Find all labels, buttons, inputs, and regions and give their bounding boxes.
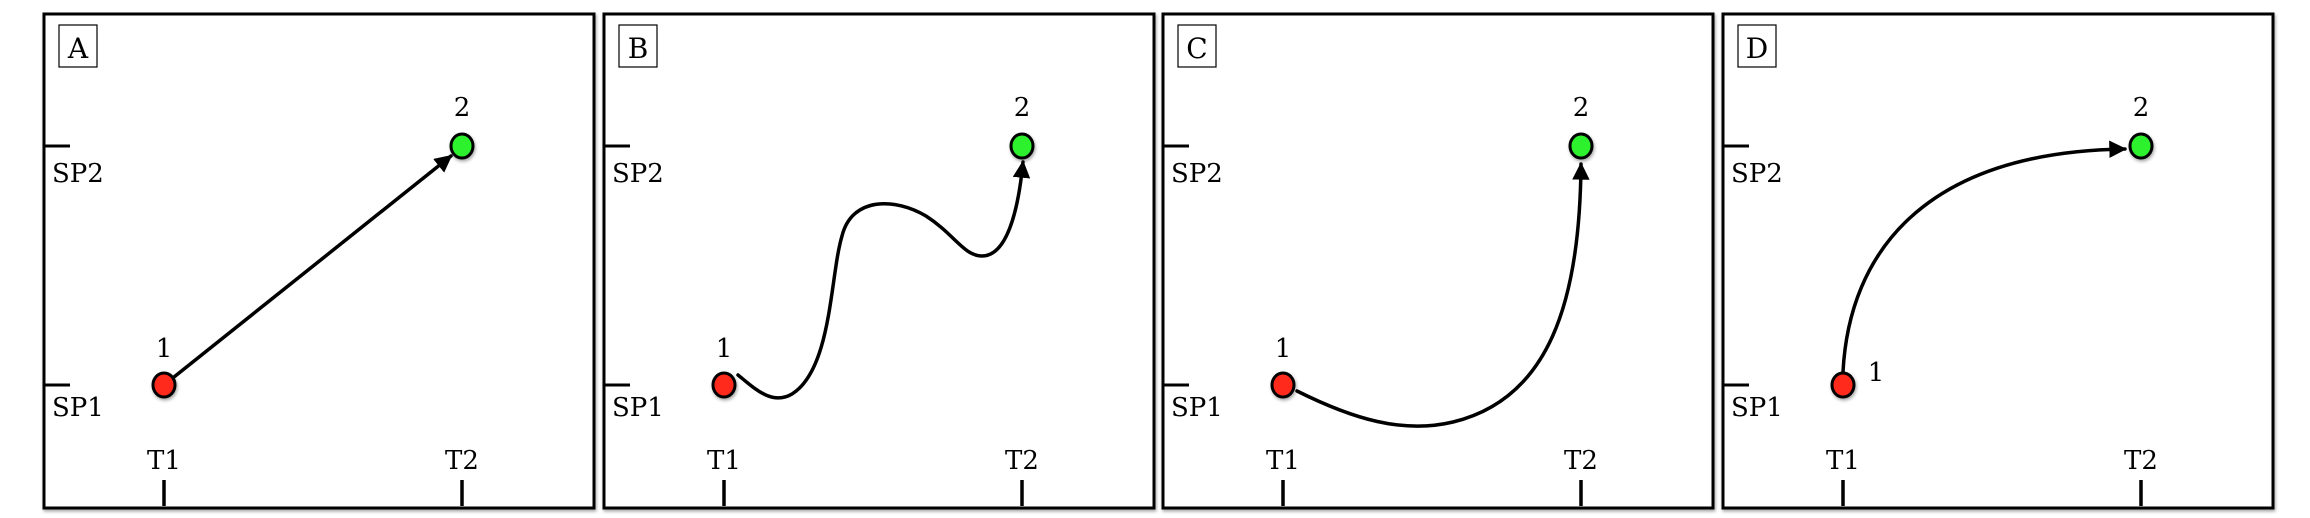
end-point bbox=[449, 132, 475, 160]
end-point bbox=[2128, 132, 2154, 160]
panel-label-box bbox=[1737, 24, 1777, 68]
tick-label-t2: T2 bbox=[1005, 446, 1039, 476]
tick-label-t2: T2 bbox=[2124, 446, 2158, 476]
start-point-label: 1 bbox=[1275, 334, 1292, 364]
tick-label-sp1: SP1 bbox=[1171, 393, 1223, 423]
start-point bbox=[1830, 371, 1856, 399]
start-point bbox=[151, 371, 177, 399]
start-point-label: 1 bbox=[156, 334, 173, 364]
end-point bbox=[1009, 132, 1035, 160]
panel-label: C bbox=[1186, 32, 1207, 65]
end-point-label: 2 bbox=[454, 93, 471, 123]
start-point-label: 1 bbox=[1868, 358, 1885, 388]
end-point bbox=[1568, 132, 1594, 160]
end-point-label: 2 bbox=[1573, 93, 1590, 123]
tick-label-sp2: SP2 bbox=[612, 159, 664, 189]
tick-label-sp1: SP1 bbox=[52, 393, 104, 423]
tick-label-sp1: SP1 bbox=[612, 393, 664, 423]
start-point bbox=[711, 371, 737, 399]
start-point-label: 1 bbox=[716, 334, 733, 364]
start-point bbox=[1270, 371, 1296, 399]
tick-label-sp2: SP2 bbox=[52, 159, 104, 189]
trajectory-arrow bbox=[1841, 140, 2127, 374]
tick-label-t2: T2 bbox=[1564, 446, 1598, 476]
panel-frame bbox=[1721, 12, 2275, 510]
trajectory-arrow bbox=[1295, 162, 1590, 428]
trajectory-arrow bbox=[172, 154, 453, 379]
panel-label-box bbox=[58, 24, 98, 68]
tick-label-t1: T1 bbox=[1826, 446, 1860, 476]
tick-label-t2: T2 bbox=[445, 446, 479, 476]
trajectory-arrow bbox=[736, 160, 1031, 400]
tick-label-t1: T1 bbox=[707, 446, 741, 476]
panel-frame bbox=[1161, 12, 1715, 510]
end-point-label: 2 bbox=[2133, 93, 2150, 123]
panel-label: D bbox=[1746, 32, 1768, 65]
end-point-label: 2 bbox=[1014, 93, 1031, 123]
panel-frame bbox=[602, 12, 1156, 510]
panel-label-box bbox=[1177, 24, 1217, 68]
tick-label-t1: T1 bbox=[147, 446, 181, 476]
panel-label: A bbox=[67, 32, 89, 65]
tick-label-sp2: SP2 bbox=[1731, 159, 1783, 189]
panel-label-box bbox=[618, 24, 658, 68]
tick-label-t1: T1 bbox=[1266, 446, 1300, 476]
panel-label: B bbox=[628, 32, 649, 65]
tick-label-sp2: SP2 bbox=[1171, 159, 1223, 189]
tick-label-sp1: SP1 bbox=[1731, 393, 1783, 423]
